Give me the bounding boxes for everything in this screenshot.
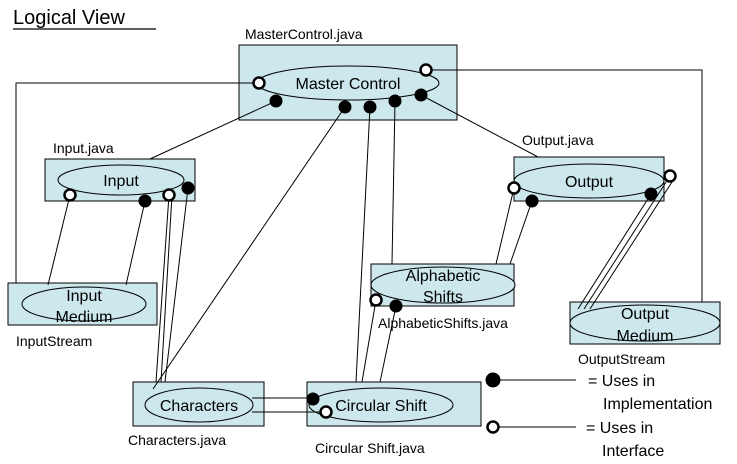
module-file-label: Characters.java <box>128 432 226 448</box>
implementation-marker <box>181 181 195 195</box>
implementation-marker <box>414 88 428 102</box>
implementation-marker <box>269 94 283 108</box>
interface-marker <box>663 169 677 183</box>
implementation-marker <box>363 100 377 114</box>
legend-impl-line1: = Uses in <box>588 373 655 390</box>
connector-line <box>47 194 71 286</box>
module-name-line2: Medium <box>56 309 113 326</box>
module-name: Input <box>103 173 139 190</box>
connector-line <box>420 94 539 158</box>
connector-line <box>495 187 515 265</box>
module-file-label: MasterControl.java <box>245 26 363 42</box>
module-name-line2: Shifts <box>423 289 463 306</box>
interface-marker <box>63 188 77 202</box>
connector-line <box>509 200 533 265</box>
implementation-marker <box>388 94 402 108</box>
legend-iface-line2: Interface <box>602 443 664 460</box>
implementation-marker <box>644 187 658 201</box>
connector-line <box>361 299 377 383</box>
module-name-line1: Input <box>66 288 102 305</box>
module-file-label: Circular Shift.java <box>315 440 425 456</box>
module-name-line1: Alphabetic <box>406 268 481 285</box>
legend: = Uses in Implementation = Uses in Inter… <box>485 372 712 460</box>
module-file-label: AlphabeticShifts.java <box>378 315 508 331</box>
module-alphabetic-shifts: Alphabetic Shifts <box>370 263 516 307</box>
module-characters: Characters <box>132 381 265 427</box>
connector-line <box>589 181 673 310</box>
module-file-label: OutputStream <box>578 351 665 367</box>
diagram-title: Logical View <box>13 7 125 29</box>
connector-line <box>355 106 371 383</box>
module-name-line2: Medium <box>617 328 674 345</box>
interface-marker <box>369 293 383 307</box>
implementation-marker <box>525 194 539 208</box>
interface-marker <box>507 181 521 195</box>
module-ellipse <box>569 304 721 342</box>
legend-implementation-marker <box>485 372 501 388</box>
legend-impl-line2: Implementation <box>603 396 712 413</box>
legend-interface-marker <box>486 420 500 434</box>
implementation-marker <box>389 299 403 313</box>
interface-marker <box>419 63 433 77</box>
module-file-label: Input.java <box>53 140 114 156</box>
connector-line <box>160 194 173 383</box>
module-ellipse <box>57 164 185 196</box>
interface-marker <box>162 188 176 202</box>
interface-marker <box>319 405 333 419</box>
module-file-label: Output.java <box>522 132 594 148</box>
module-output: Output <box>513 156 665 202</box>
module-ellipse <box>513 163 665 199</box>
module-ellipse <box>308 387 454 423</box>
module-name: Output <box>565 174 614 191</box>
implementation-marker <box>306 392 320 406</box>
module-input-medium: Input Medium <box>7 282 158 326</box>
module-ellipse <box>370 266 516 304</box>
connector-line <box>15 82 259 283</box>
implementation-marker <box>138 194 152 208</box>
module-name: Characters <box>160 398 238 415</box>
connector-line <box>149 100 277 160</box>
connector-line <box>164 187 189 383</box>
module-circular-shift: Circular Shift <box>306 381 482 427</box>
legend-iface-line1: = Uses in <box>586 420 653 437</box>
module-output-medium: Output Medium <box>569 301 721 345</box>
module-name-line1: Output <box>621 306 670 323</box>
connector-line <box>577 193 652 310</box>
module-name: Circular Shift <box>335 398 427 415</box>
module-master-control: Master Control <box>238 44 458 121</box>
connector-line <box>379 305 397 383</box>
connector-line <box>125 200 146 286</box>
module-ellipse <box>144 387 254 423</box>
module-name: Master Control <box>296 76 401 93</box>
markers <box>63 63 677 419</box>
implementation-marker <box>338 100 352 114</box>
connector-line <box>426 69 703 302</box>
interface-marker <box>252 76 266 90</box>
module-ellipse <box>21 286 147 322</box>
connector-line <box>152 106 346 390</box>
connector-line <box>155 194 170 383</box>
module-file-label: InputStream <box>16 333 92 349</box>
connectors <box>15 69 703 428</box>
connector-line <box>391 100 396 265</box>
